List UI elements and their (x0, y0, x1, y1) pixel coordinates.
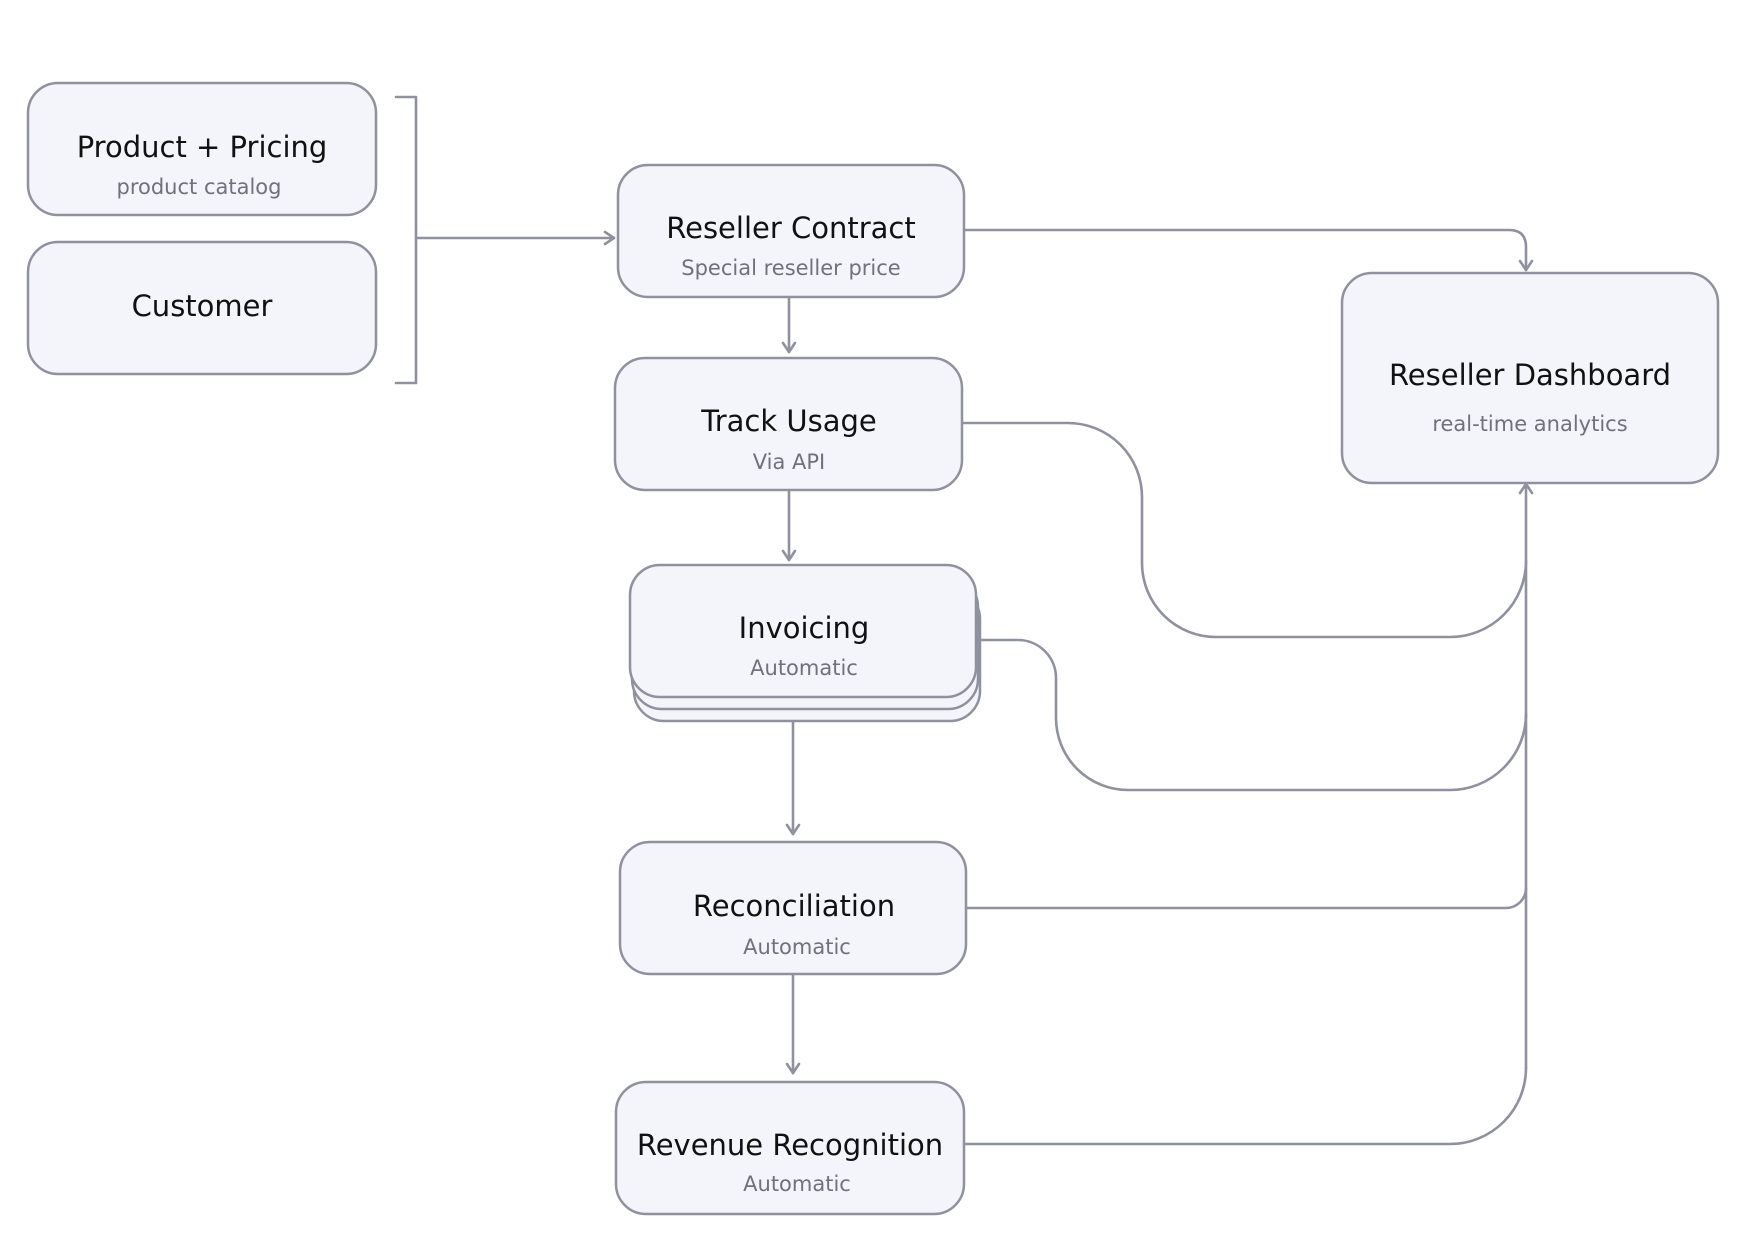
node-subtitle: Special reseller price (681, 256, 900, 280)
node-product-pricing: Product + Pricing product catalog (26, 81, 378, 217)
arrowhead (781, 549, 797, 562)
node-revenue-recognition: Revenue Recognition Automatic (614, 1080, 966, 1216)
node-subtitle: Automatic (743, 935, 851, 959)
node-track-usage: Track Usage Via API (613, 356, 964, 492)
connector-reseller-contract-to-dashboard (964, 228, 1528, 272)
node-subtitle: Automatic (750, 656, 858, 680)
node-reseller-contract: Reseller Contract Special reseller price (616, 163, 966, 299)
node-title: Product + Pricing (77, 130, 328, 164)
connector-track-usage-to-dashboard (962, 421, 1528, 639)
arrowhead (1518, 259, 1534, 272)
node-invoicing: Invoicing Automatic (628, 563, 982, 723)
input-group-bracket (394, 95, 418, 385)
connector-reconciliation-to-dashboard (964, 886, 1528, 910)
node-reconciliation: Reconciliation Automatic (618, 840, 968, 976)
node-title: Reseller Dashboard (1389, 358, 1671, 392)
arrowhead (603, 230, 616, 246)
node-title: Revenue Recognition (637, 1128, 943, 1162)
node-title: Reseller Contract (666, 211, 916, 245)
node-subtitle: real-time analytics (1432, 412, 1627, 436)
connector-invoicing-to-dashboard (978, 638, 1528, 792)
node-reseller-dashboard: Reseller Dashboard real-time analytics (1340, 271, 1720, 485)
node-subtitle: Via API (753, 450, 826, 474)
stack-layer-front (628, 563, 978, 699)
node-title: Customer (132, 289, 273, 323)
node-subtitle: product catalog (117, 175, 282, 199)
node-subtitle: Automatic (743, 1172, 851, 1196)
node-title: Reconciliation (693, 889, 895, 923)
arrowhead (785, 1062, 801, 1075)
connector-revenue-recognition-to-dashboard (962, 1066, 1528, 1146)
node-title: Track Usage (700, 404, 876, 438)
connectors (394, 95, 1534, 1146)
node-customer: Customer (26, 240, 378, 376)
arrowhead (785, 823, 801, 836)
node-title: Invoicing (739, 611, 870, 645)
arrowhead (781, 341, 797, 354)
